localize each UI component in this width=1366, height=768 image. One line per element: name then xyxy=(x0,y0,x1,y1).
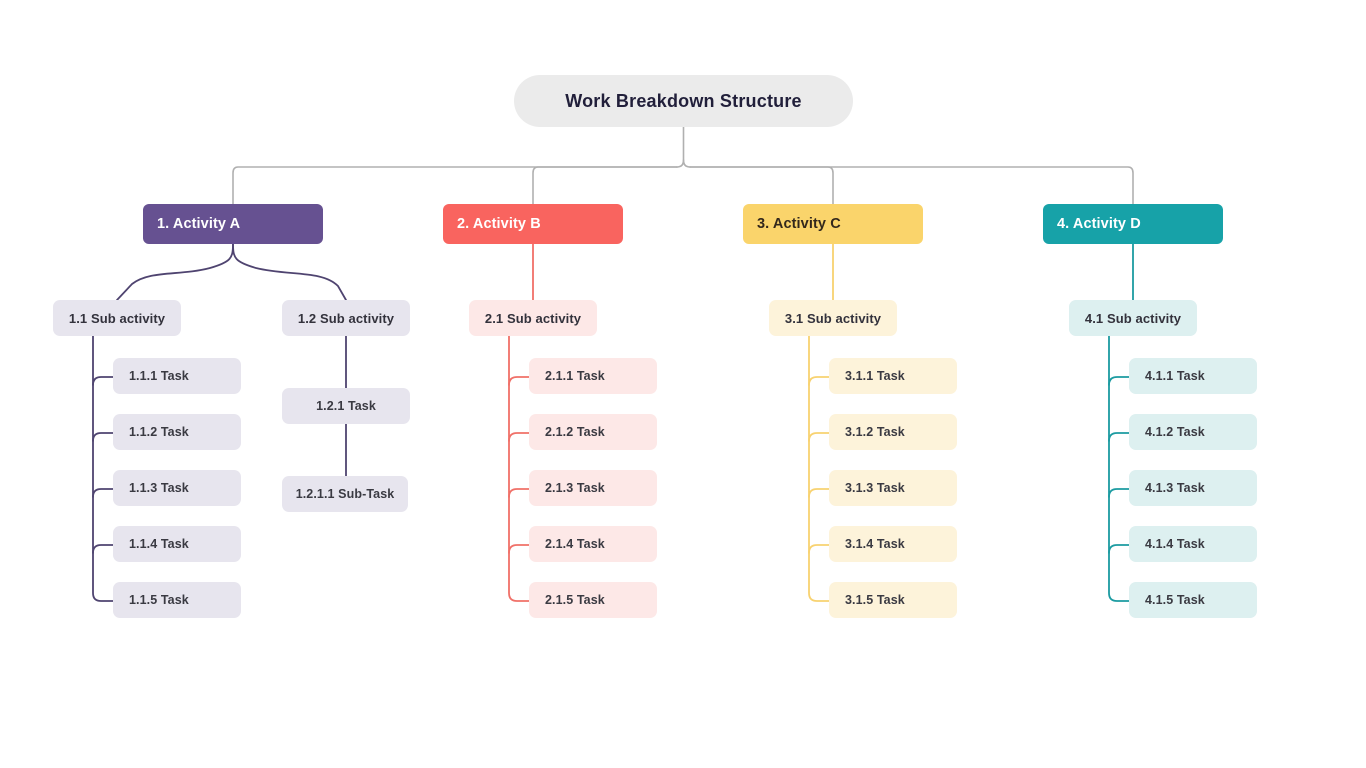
connector-bus-to-activity-c xyxy=(689,166,834,205)
connector-11-task-2 xyxy=(92,432,114,442)
task-node-1-1-3[interactable]: 1.1.3 Task xyxy=(113,470,241,506)
connector-41-trunk xyxy=(1108,335,1130,602)
connector-bus-to-activity-d xyxy=(689,166,1134,205)
connector-11-task-1 xyxy=(92,376,114,386)
activity-node-4[interactable]: 4. Activity D xyxy=(1043,204,1223,244)
task-node-2-1-5[interactable]: 2.1.5 Task xyxy=(529,582,657,618)
activity-node-3[interactable]: 3. Activity C xyxy=(743,204,923,244)
sub-activity-node-1-2[interactable]: 1.2 Sub activity xyxy=(282,300,410,336)
connector-31-task-4 xyxy=(808,544,830,554)
connector-root-stem-left xyxy=(676,159,685,168)
connector-41-task-3 xyxy=(1108,488,1130,498)
connector-root-stem xyxy=(682,126,691,168)
task-node-2-1-1[interactable]: 2.1.1 Task xyxy=(529,358,657,394)
task-node-4-1-2[interactable]: 4.1.2 Task xyxy=(1129,414,1257,450)
task-node-4-1-3[interactable]: 4.1.3 Task xyxy=(1129,470,1257,506)
task-node-1-1-5[interactable]: 1.1.5 Task xyxy=(113,582,241,618)
connector-41-task-4 xyxy=(1108,544,1130,554)
sub-activity-node-3-1[interactable]: 3.1 Sub activity xyxy=(769,300,897,336)
task-node-3-1-4[interactable]: 3.1.4 Task xyxy=(829,526,957,562)
connector-21-trunk xyxy=(508,335,530,602)
connector-21-task-4 xyxy=(508,544,530,554)
sub-activity-node-1-1[interactable]: 1.1 Sub activity xyxy=(53,300,181,336)
task-node-4-1-1[interactable]: 4.1.1 Task xyxy=(1129,358,1257,394)
task-node-3-1-3[interactable]: 3.1.3 Task xyxy=(829,470,957,506)
task-node-1-1-4[interactable]: 1.1.4 Task xyxy=(113,526,241,562)
connector-a-split-right xyxy=(232,243,347,301)
connector-bus-to-activity-b xyxy=(532,166,678,205)
connector-31-task-1 xyxy=(808,376,830,386)
task-node-1-1-1[interactable]: 1.1.1 Task xyxy=(113,358,241,394)
connector-11-task-3 xyxy=(92,488,114,498)
connector-41-task-2 xyxy=(1108,432,1130,442)
connector-21-task-1 xyxy=(508,376,530,386)
task-node-3-1-5[interactable]: 3.1.5 Task xyxy=(829,582,957,618)
task-node-1-2-1[interactable]: 1.2.1 Task xyxy=(282,388,410,424)
task-node-1-1-2[interactable]: 1.1.2 Task xyxy=(113,414,241,450)
activity-node-1[interactable]: 1. Activity A xyxy=(143,204,323,244)
connector-41-task-1 xyxy=(1108,376,1130,386)
sub-activity-node-4-1[interactable]: 4.1 Sub activity xyxy=(1069,300,1197,336)
task-node-2-1-4[interactable]: 2.1.4 Task xyxy=(529,526,657,562)
task-node-4-1-5[interactable]: 4.1.5 Task xyxy=(1129,582,1257,618)
root-node[interactable]: Work Breakdown Structure xyxy=(514,75,853,127)
connector-21-task-3 xyxy=(508,488,530,498)
connector-31-task-3 xyxy=(808,488,830,498)
connector-11-trunk xyxy=(92,335,114,602)
connector-31-trunk xyxy=(808,335,830,602)
task-node-1-2-1-1[interactable]: 1.2.1.1 Sub-Task xyxy=(282,476,408,512)
task-node-3-1-1[interactable]: 3.1.1 Task xyxy=(829,358,957,394)
connector-21-task-2 xyxy=(508,432,530,442)
task-node-2-1-2[interactable]: 2.1.2 Task xyxy=(529,414,657,450)
connector-bus-to-activity-a xyxy=(232,166,678,205)
connector-31-task-2 xyxy=(808,432,830,442)
activity-node-2[interactable]: 2. Activity B xyxy=(443,204,623,244)
connector-a-split-left xyxy=(116,243,234,301)
task-node-2-1-3[interactable]: 2.1.3 Task xyxy=(529,470,657,506)
sub-activity-node-2-1[interactable]: 2.1 Sub activity xyxy=(469,300,597,336)
task-node-4-1-4[interactable]: 4.1.4 Task xyxy=(1129,526,1257,562)
task-node-3-1-2[interactable]: 3.1.2 Task xyxy=(829,414,957,450)
connector-11-task-4 xyxy=(92,544,114,554)
